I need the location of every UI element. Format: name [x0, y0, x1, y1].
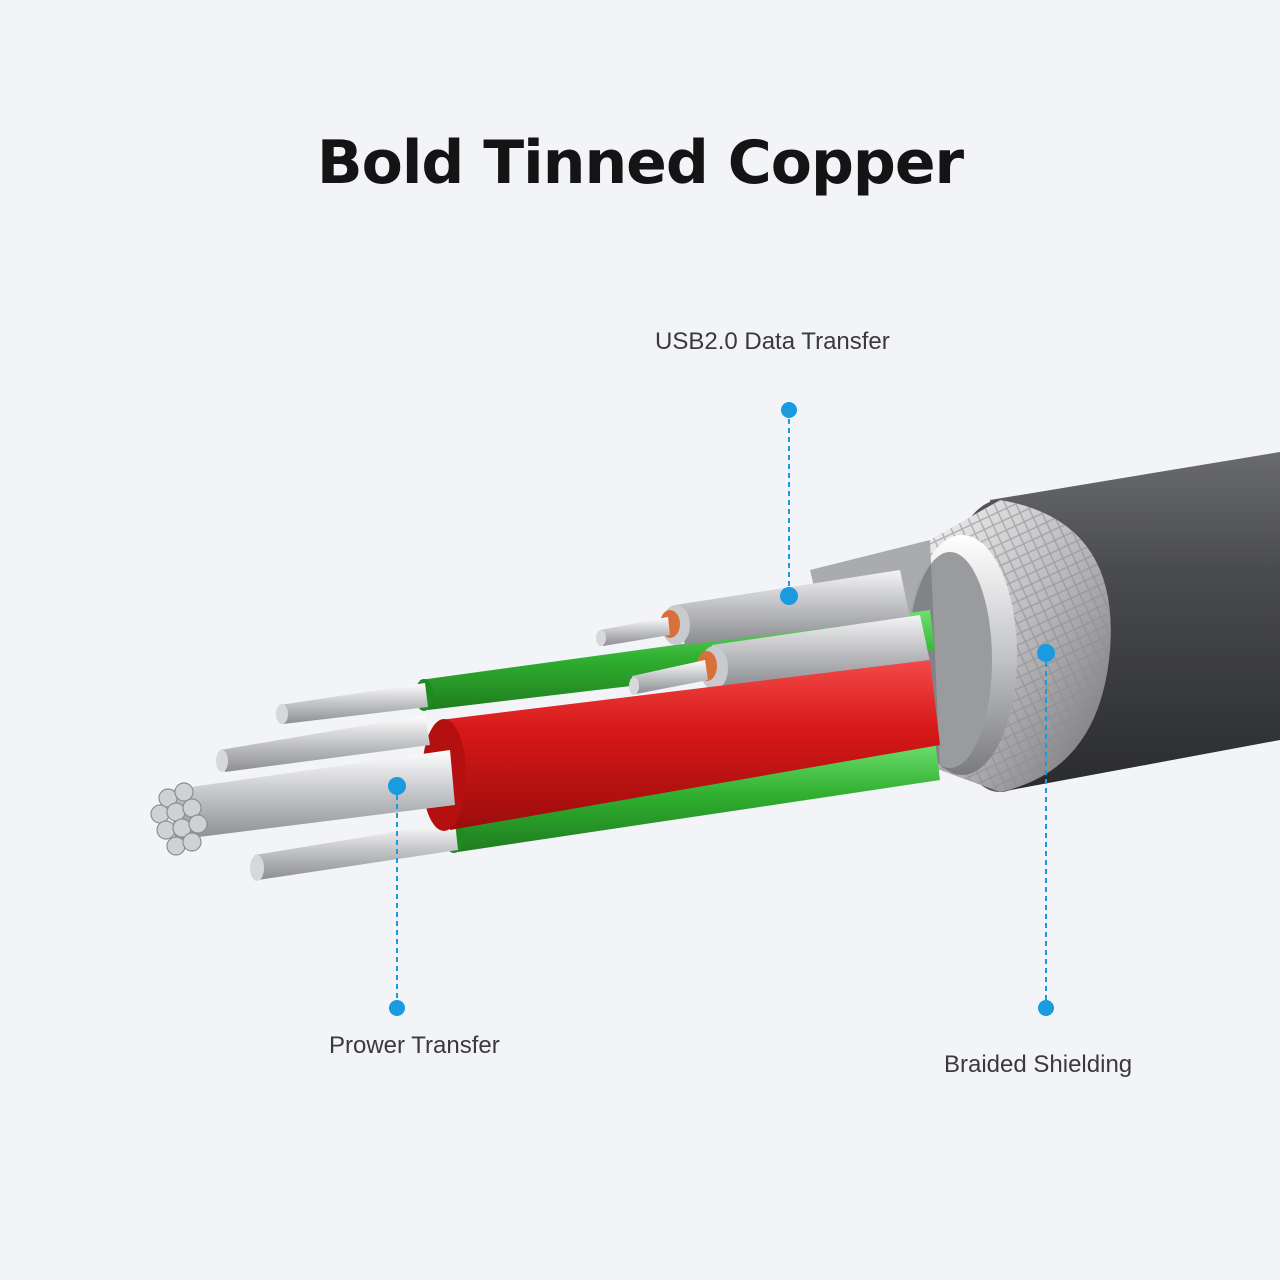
page-title: Bold Tinned Copper	[316, 128, 964, 198]
tinned-copper-strands	[150, 715, 455, 856]
shielded-data-pair-upper	[596, 570, 910, 646]
power-transfer-label: Prower Transfer	[329, 1032, 500, 1059]
callout-braid-bottom-dot	[1038, 1000, 1054, 1016]
callout-usb-anchor-dot	[780, 587, 798, 605]
callout-usb-data-transfer	[780, 402, 798, 605]
callout-power-transfer	[388, 777, 406, 1016]
callout-braided-shielding	[1037, 644, 1055, 1016]
usb-data-transfer-label: USB2.0 Data Transfer	[655, 328, 890, 355]
callout-braid-anchor-dot	[1037, 644, 1055, 662]
green-power-wire-lower	[250, 740, 940, 881]
callout-power-bottom-dot	[389, 1000, 405, 1016]
callout-usb-top-dot	[781, 402, 797, 418]
callout-power-anchor-dot	[388, 777, 406, 795]
shielded-data-pair-lower	[629, 615, 930, 695]
braided-shielding-label: Braided Shielding	[944, 1051, 1133, 1078]
strand-ends	[150, 782, 208, 856]
